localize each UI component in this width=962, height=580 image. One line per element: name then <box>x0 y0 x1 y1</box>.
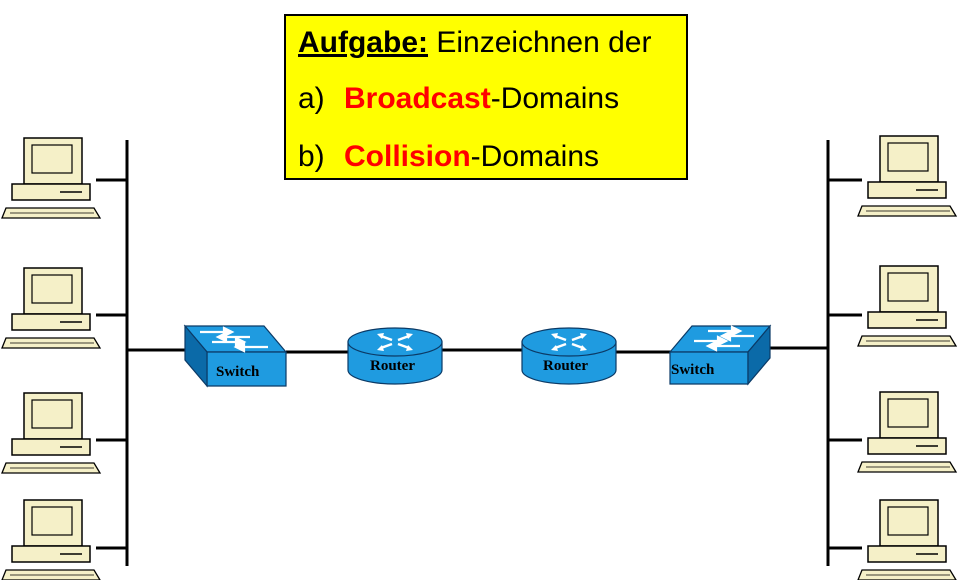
task-item-a: a) Broadcast-Domains <box>298 82 619 116</box>
computer-icon <box>857 135 957 217</box>
switch-left-label: Switch <box>216 364 260 380</box>
task-item-b: b) Collision-Domains <box>298 140 599 174</box>
task-item-marker: a) <box>298 82 325 115</box>
computer-icon <box>1 392 101 474</box>
switch-icon <box>183 324 288 388</box>
switch-icon <box>668 324 772 386</box>
router-icon <box>346 326 444 386</box>
router-icon <box>520 326 618 386</box>
computer-icon <box>1 137 101 219</box>
router-right-label: Router <box>543 358 588 374</box>
task-item-marker: b) <box>298 140 325 173</box>
router-left-label: Router <box>370 358 415 374</box>
computer-icon <box>857 265 957 347</box>
task-text: Einzeichnen der <box>428 26 652 59</box>
computer-icon <box>1 267 101 349</box>
computer-icon <box>857 499 957 580</box>
computer-icon <box>1 499 101 580</box>
task-heading: Aufgabe: Einzeichnen der <box>298 26 651 60</box>
task-item-highlight: Collision <box>344 140 471 173</box>
task-item-highlight: Broadcast <box>344 82 491 115</box>
task-item-rest: -Domains <box>490 82 620 115</box>
task-item-rest: -Domains <box>470 140 600 173</box>
task-box: Aufgabe: Einzeichnen der a)Broadcast-Dom… <box>284 14 688 180</box>
task-label: Aufgabe: <box>298 26 428 59</box>
switch-right-label: Switch <box>671 362 715 378</box>
computer-icon <box>857 391 957 473</box>
